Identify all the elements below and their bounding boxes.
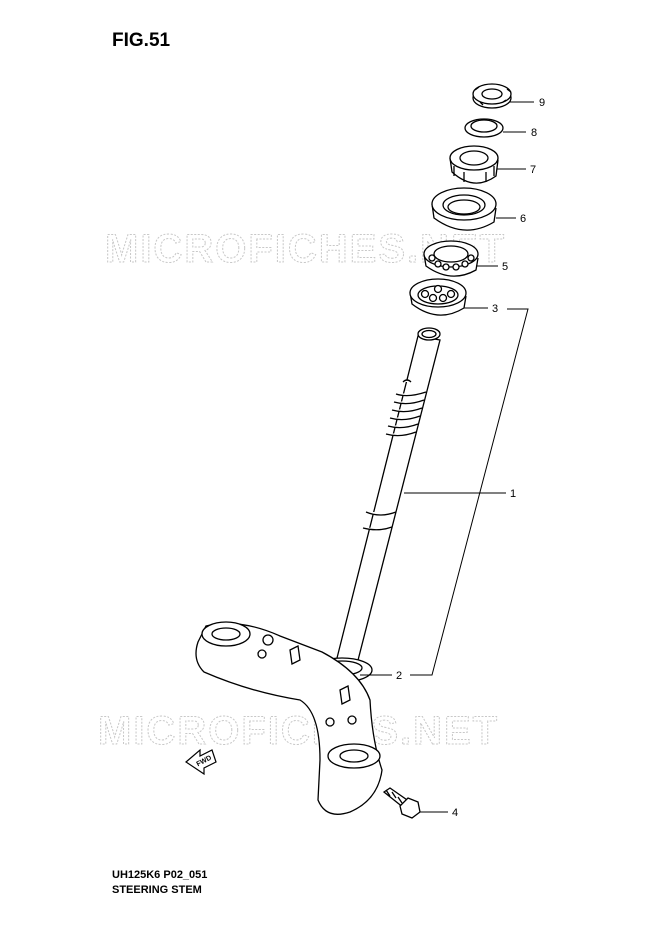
callout-7: 7 <box>530 164 536 176</box>
part-9-lock-nut <box>472 83 512 109</box>
part-6-dust-seal <box>431 187 497 231</box>
part-3-bearing-race <box>409 278 467 316</box>
part-8-lock-washer <box>464 118 504 138</box>
callout-1: 1 <box>510 488 516 500</box>
leader-lines <box>360 101 534 813</box>
callout-2: 2 <box>396 670 402 682</box>
part-4-bolt <box>382 787 421 819</box>
callout-4: 4 <box>452 807 458 819</box>
figure-title: FIG.51 <box>112 30 171 51</box>
callout-8: 8 <box>531 127 537 139</box>
forward-direction-arrow: FWD <box>185 748 217 776</box>
lower-bracket <box>195 621 383 815</box>
callout-9: 9 <box>539 97 545 109</box>
callout-3: 3 <box>492 303 498 315</box>
part-5-upper-bearing <box>423 240 479 277</box>
callout-5: 5 <box>502 261 508 273</box>
callout-6: 6 <box>520 213 526 225</box>
part-7-stem-nut <box>449 145 499 184</box>
part-1-steering-stem <box>335 327 441 669</box>
figure-name: STEERING STEM <box>112 884 202 896</box>
figure-code: UH125K6 P02_051 <box>112 869 208 881</box>
watermark-bottom: MICROFICHES.NET <box>98 709 499 753</box>
